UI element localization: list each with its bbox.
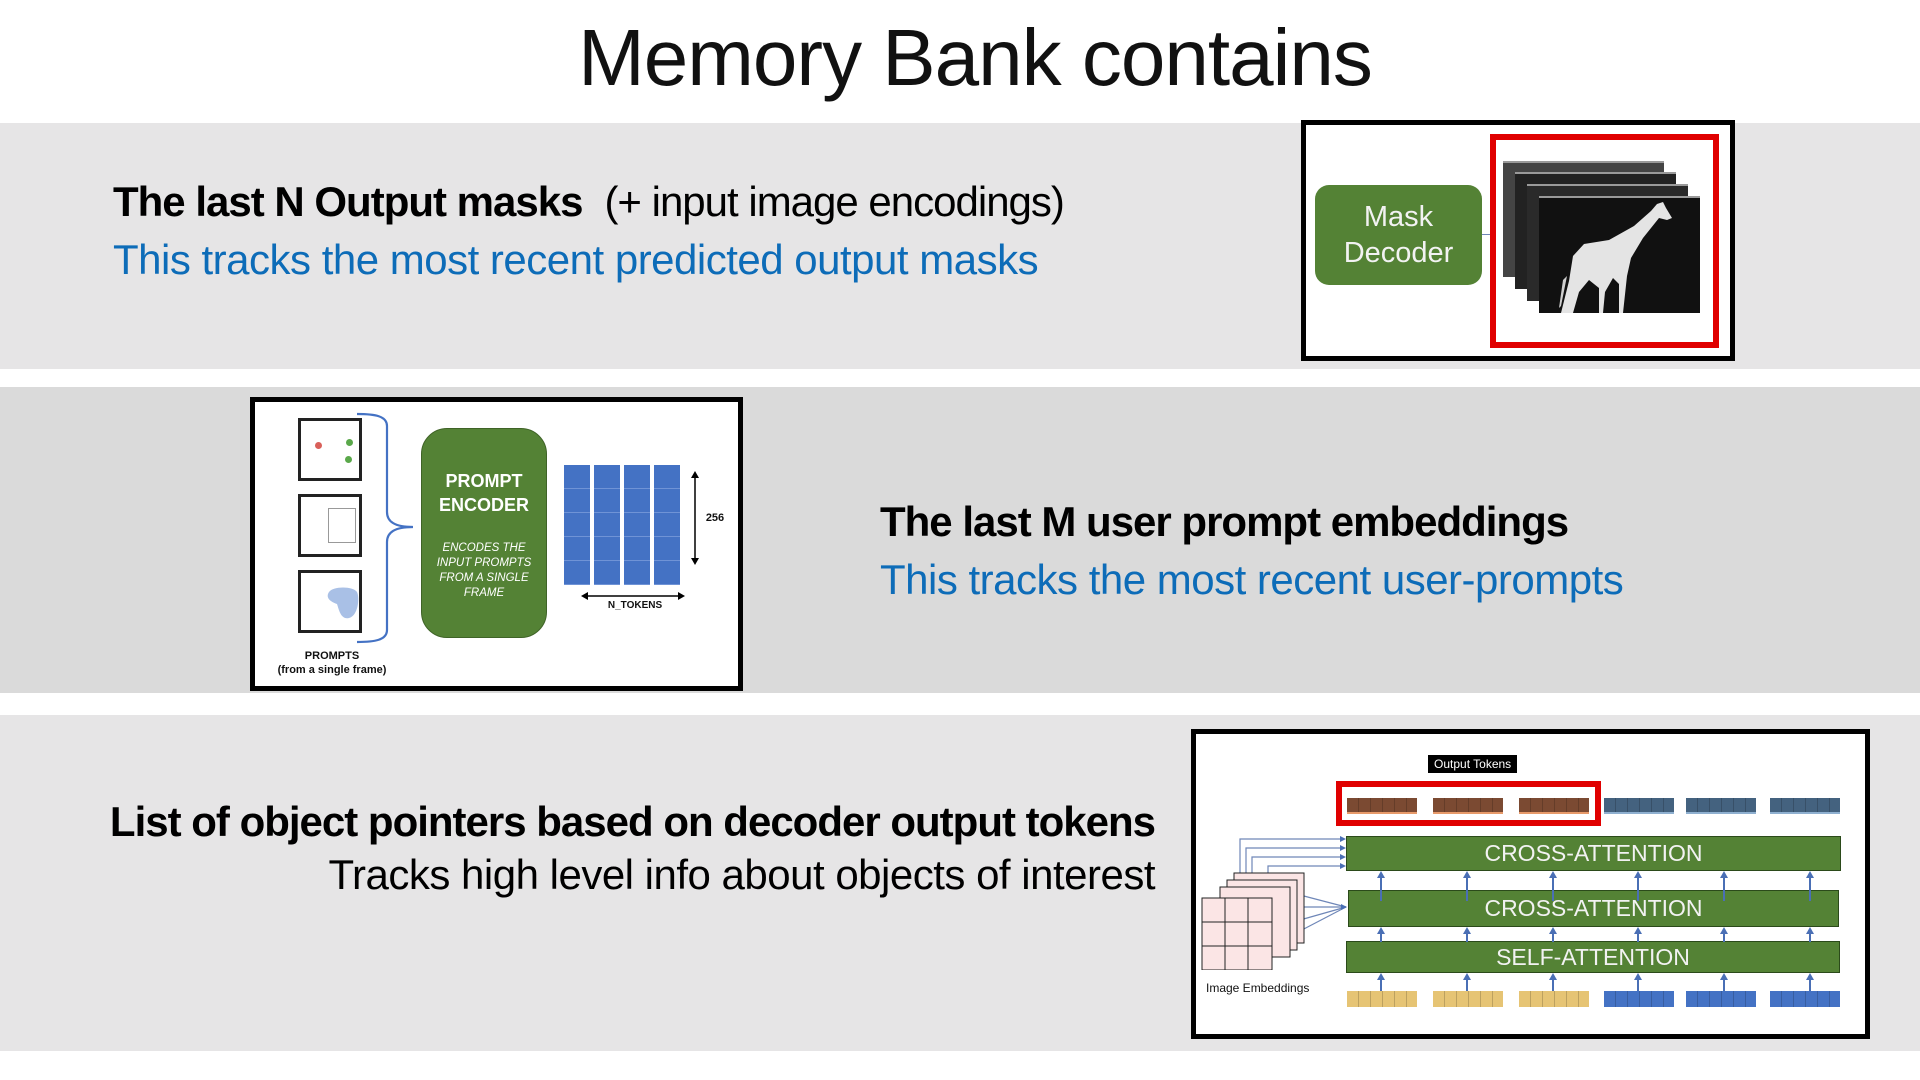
output-token-other (1770, 798, 1840, 814)
section-1-description: This tracks the most recent predicted ou… (113, 236, 1039, 283)
prompt-box-frame (298, 494, 362, 557)
up-arrow-head (1634, 927, 1642, 934)
up-arrow-head (1549, 927, 1557, 934)
prompts-sublabel: (from a single frame) (277, 664, 387, 676)
embedding-column (594, 465, 620, 585)
tokens-arrow-icon (581, 592, 685, 600)
input-token (1686, 991, 1756, 1007)
up-arrow-head (1377, 973, 1385, 980)
cross-attention-layer-top: CROSS-ATTENTION (1346, 836, 1841, 871)
prompts-bracket-icon (356, 412, 414, 644)
prompt-encoder-block: PROMPT ENCODER ENCODES THE INPUT PROMPTS… (421, 428, 547, 638)
up-arrow-head (1463, 973, 1471, 980)
output-token (1433, 798, 1503, 814)
self-attention-layer: SELF-ATTENTION (1346, 941, 1840, 973)
up-arrow-head (1720, 871, 1728, 878)
image-embeddings-icon (1201, 836, 1347, 970)
prompt-points-frame (298, 418, 362, 481)
input-token (1604, 991, 1674, 1007)
section-2-heading: The last M user prompt embeddings (880, 498, 1569, 545)
up-arrow-head (1549, 871, 1557, 878)
up-arrow-head (1720, 973, 1728, 980)
section-1-heading-line: The last N Output masks (+ input image en… (113, 178, 1065, 226)
flow-arrows (1377, 871, 1814, 991)
up-arrow-head (1463, 871, 1471, 878)
embedding-column (564, 465, 590, 585)
encoder-description: ENCODES THE INPUT PROMPTS FROM A SINGLE … (436, 542, 532, 599)
up-arrow-head (1806, 927, 1814, 934)
embedding-column (654, 465, 680, 585)
section-3-heading: List of object pointers based on decoder… (109, 798, 1156, 845)
prompts-label: PROMPTS (304, 650, 360, 662)
up-arrow-head (1720, 927, 1728, 934)
mask-decoder-label-2: Decoder (1343, 237, 1454, 269)
output-tokens-label: Output Tokens (1428, 755, 1518, 773)
prompt-token (1519, 991, 1589, 1007)
encoder-title: PROMPT ENCODER (438, 471, 529, 515)
image-embeddings-label: Image Embeddings (1206, 981, 1310, 995)
prompt-mask-frame (298, 570, 362, 633)
up-arrow-head (1806, 973, 1814, 980)
output-token (1347, 798, 1417, 814)
section-1-heading: The last N Output masks (113, 178, 583, 225)
up-arrow-head (1377, 927, 1385, 934)
up-arrow-head (1634, 973, 1642, 980)
embedding-column (624, 465, 650, 585)
dimension-label: 256 (705, 512, 725, 524)
output-token-other (1604, 798, 1674, 814)
output-token (1519, 798, 1589, 814)
slide-title: Memory Bank contains (578, 13, 1373, 102)
output-masks-highlight (1490, 134, 1719, 348)
negative-point-icon (315, 442, 322, 449)
tokens-label: N_TOKENS (607, 600, 663, 611)
positive-point-icon (345, 456, 352, 463)
mask-decoder-label-1: Mask (1363, 201, 1434, 233)
section-2-description: This tracks the most recent user-prompts (880, 556, 1624, 603)
cross-attention-layer-middle: CROSS-ATTENTION (1348, 890, 1839, 927)
section-3-description: Tracks high level info about objects of … (328, 851, 1155, 898)
mask-prompt-icon (327, 587, 359, 619)
up-arrow-head (1806, 871, 1814, 878)
up-arrow-head (1634, 871, 1642, 878)
up-arrow-head (1377, 871, 1385, 878)
positive-point-icon (346, 439, 353, 446)
output-tokens-highlight (1336, 781, 1601, 826)
giraffe-mask-icon (1559, 202, 1672, 313)
prompt-token (1433, 991, 1503, 1007)
mask-decoder-block: Mask Decoder (1315, 185, 1482, 285)
output-token-other (1686, 798, 1756, 814)
up-arrow-head (1463, 927, 1471, 934)
prompt-token (1347, 991, 1417, 1007)
decoder-arrow (1482, 234, 1494, 235)
input-token (1770, 991, 1840, 1007)
box-prompt-icon (328, 508, 356, 543)
section-1-heading-suffix: (+ input image encodings) (604, 178, 1064, 225)
dimension-arrow-icon (691, 471, 699, 565)
up-arrow-head (1549, 973, 1557, 980)
